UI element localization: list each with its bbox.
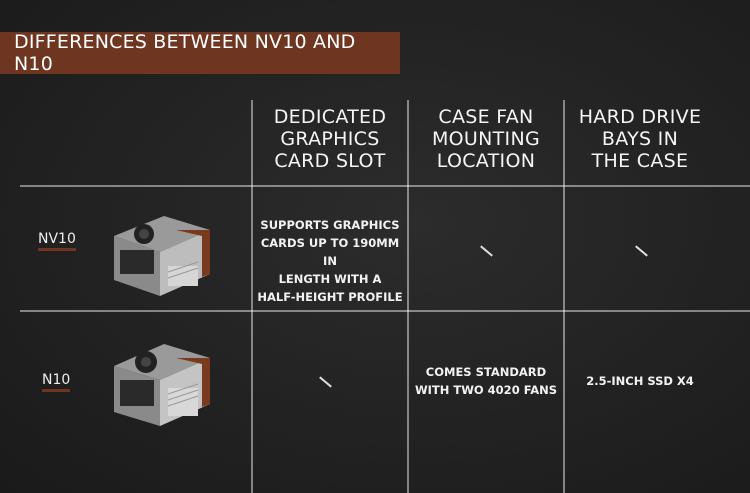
- grid-line-h2: [20, 310, 750, 312]
- row-label-nv10: NV10: [38, 231, 76, 251]
- pc-case-n10-image: [114, 344, 210, 426]
- grid-line-v3: [563, 100, 565, 493]
- page-title: DIFFERENCES BETWEEN NV10 AND N10: [14, 31, 356, 75]
- grid-line-h1: [20, 185, 750, 187]
- not-applicable-dash: [319, 376, 332, 388]
- column-header-drive-bays: HARD DRIVE BAYS IN THE CASE: [578, 106, 702, 172]
- not-applicable-dash: [480, 245, 493, 257]
- grid-line-v1: [251, 100, 253, 493]
- grid-line-v2: [407, 100, 409, 493]
- not-applicable-dash: [635, 245, 648, 257]
- column-header-fan-location: CASE FAN MOUNTING LOCATION: [431, 106, 540, 172]
- pc-case-nv10-image: [114, 216, 210, 296]
- column-header-graphics-slot: DEDICATED GRAPHICS CARD SLOT: [273, 106, 387, 172]
- cell-nv10-graphics-slot: SUPPORTS GRAPHICS CARDS UP TO 190MM IN L…: [257, 218, 403, 304]
- title-banner: DIFFERENCES BETWEEN NV10 AND N10: [0, 31, 400, 75]
- cell-n10-fan-location: COMES STANDARD WITH TWO 4020 FANS: [414, 365, 558, 397]
- row-label-n10: N10: [42, 372, 71, 392]
- cell-n10-drive-bays: 2.5-INCH SSD X4: [586, 374, 694, 388]
